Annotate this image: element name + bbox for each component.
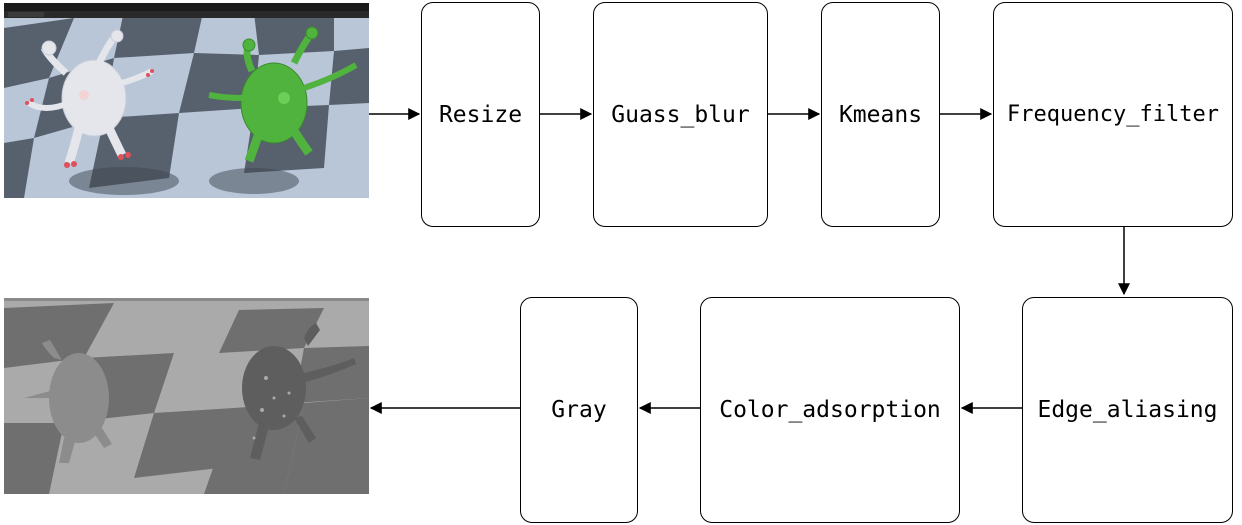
edge-aliasing-node: Edge_aliasing [1022,297,1233,523]
gauss-blur-node: Guass_blur [593,2,768,227]
gray-speckles [252,376,291,440]
gray-node: Gray [520,297,638,523]
gray-silhouettes [24,340,112,463]
gray-dark-silhouette [242,323,356,460]
color-adsorption-node: Color_adsorption [700,297,960,523]
gauss-blur-label: Guass_blur [611,101,750,128]
input-render-thumbnail [4,3,369,198]
frequency-filter-label: Frequency_filter [1007,102,1219,127]
frequency-filter-node: Frequency_filter [993,2,1233,227]
resize-node: Resize [421,2,540,227]
output-gray-thumbnail [4,298,369,494]
kmeans-node: Kmeans [821,2,940,227]
white-character [27,29,154,165]
resize-label: Resize [438,101,523,128]
color-adsorption-label: Color_adsorption [719,397,941,423]
white-character-claws [25,69,154,168]
green-character [208,26,358,163]
kmeans-label: Kmeans [838,101,923,128]
gray-label: Gray [551,397,607,423]
edge-aliasing-label: Edge_aliasing [1037,397,1218,423]
